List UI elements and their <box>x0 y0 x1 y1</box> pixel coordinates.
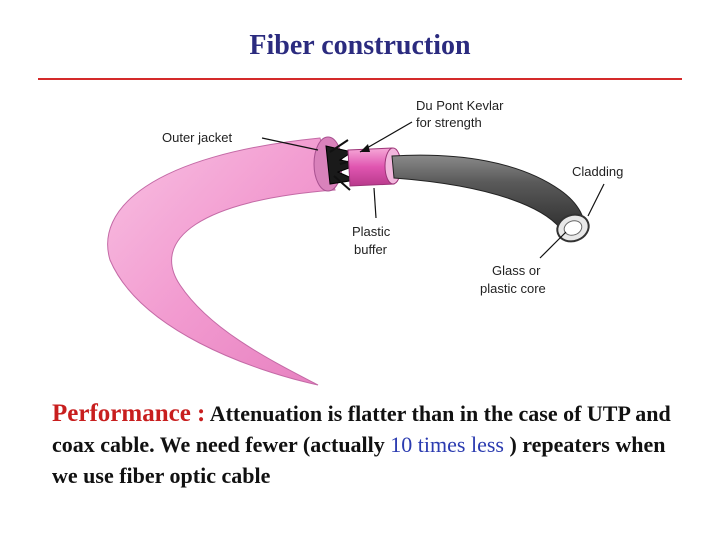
label-plastic-buffer-line2: buffer <box>354 242 388 257</box>
label-outer-jacket: Outer jacket <box>162 130 232 145</box>
slide-title: Fiber construction <box>249 30 471 61</box>
leader-outer-jacket <box>261 137 319 151</box>
leader-buffer <box>373 187 377 219</box>
label-core-line2: plastic core <box>480 281 546 296</box>
label-kevlar-line2: for strength <box>416 115 482 130</box>
cladding-shape <box>391 154 586 233</box>
performance-highlight: 10 times less <box>390 432 504 457</box>
performance-paragraph: Performance : Attenuation is flatter tha… <box>52 398 692 491</box>
leader-cladding <box>587 183 605 217</box>
glass-core-end <box>563 220 583 236</box>
label-kevlar-line1: Du Pont Kevlar <box>416 98 504 113</box>
label-core-line1: Glass or <box>492 263 541 278</box>
performance-text-part1: Attenuation is flatter than in the case … <box>52 401 671 457</box>
kevlar-arrowhead <box>360 144 370 152</box>
label-plastic-buffer-line1: Plastic <box>352 224 391 239</box>
title-divider <box>38 78 682 80</box>
performance-heading: Performance : <box>52 400 206 427</box>
fiber-diagram: Outer jacket Du Pont Kevlar for strength… <box>107 98 623 386</box>
performance-text-part2: ) repeaters when we use fiber optic cabl… <box>52 432 666 488</box>
leader-core <box>539 231 567 259</box>
outer-jacket-shape <box>107 137 336 386</box>
label-cladding: Cladding <box>572 164 623 179</box>
